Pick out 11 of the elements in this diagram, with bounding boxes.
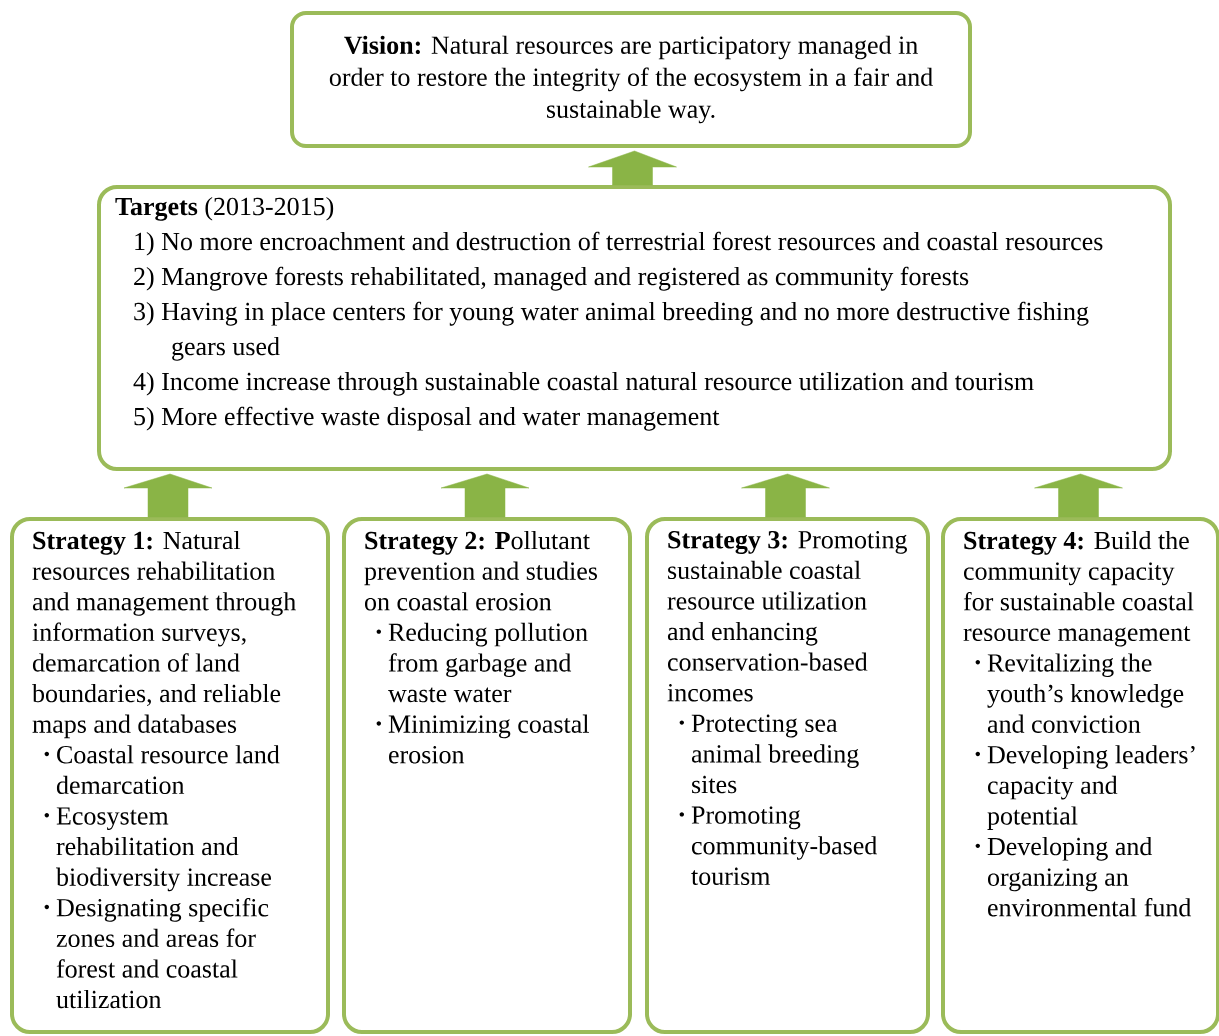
- arrow: [1034, 473, 1123, 518]
- arrow: [588, 150, 677, 186]
- vision-box: Vision: Natural resources are participatory managed in order to restore the integrity of the ecosystem in a fair and sustainable way.: [290, 11, 972, 148]
- targets-box: Targets (2013-2015) 1) No more encroachment and destruction of terrestrial forest resources and coastal resources 2) Mangrove forests rehabilitated, managed and registered as community forests 3) Having in place centers for young water animal breeding and no more destructive fishing gears used 4) Income increase through sustainable coastal natural resource utilization and tourism 5) More effective waste disposal and water management: [97, 185, 1172, 471]
- arrow: [741, 473, 830, 518]
- arrow: [440, 473, 530, 518]
- arrow: [123, 473, 213, 518]
- strategy-box: Strategy 1: Natural resources rehabilitation and management through information surveys, demarcation of land boundaries, and reliable maps and databases Coastal resource land demarcation Ecosystem rehabilitation and biodiversity increase Designating specific zones and areas for forest and coastal utilization: [10, 517, 330, 1034]
- strategy-box: Strategy 3: Promoting sustainable coastal resource utilization and enhancing conservation-based incomes Protecting sea animal breeding sites Promoting community-based tourism: [645, 517, 930, 1034]
- strategy-box: Strategy 4: Build the community capacity for sustainable coastal resource management Revitalizing the youth’s knowledge and conviction Developing leaders’ capacity and potential Developing and organizing an environmental fund: [941, 517, 1219, 1034]
- strategy-box: Strategy 2: Pollutant prevention and studies on coastal erosion Reducing pollution from garbage and waste water Minimizing coastal erosion: [342, 517, 632, 1034]
